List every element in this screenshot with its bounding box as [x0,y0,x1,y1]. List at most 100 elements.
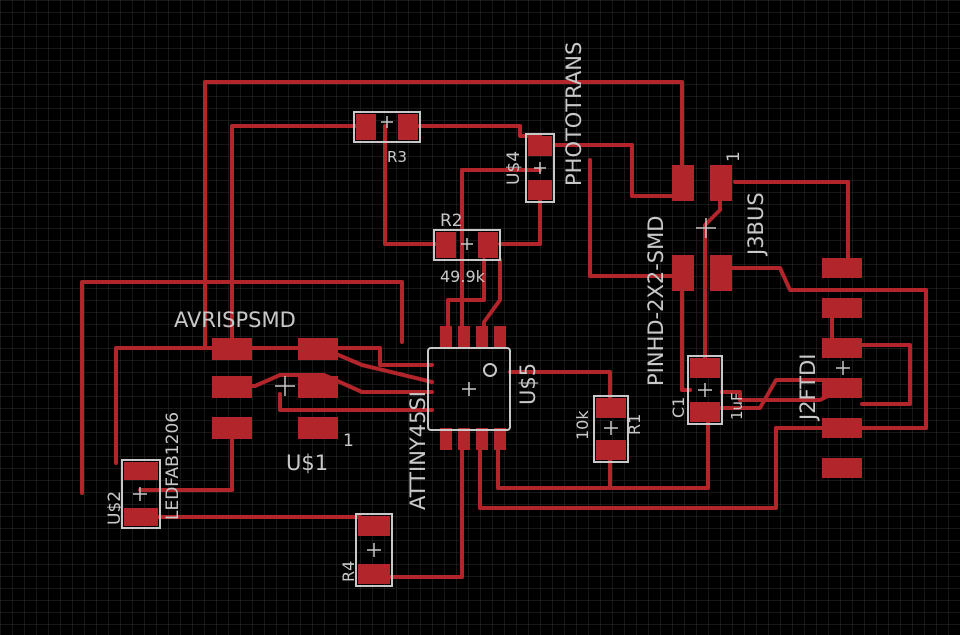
label-attiny45si: ATTINY45SI [406,391,430,510]
trace-j3-top [733,180,850,270]
label-r3: R3 [387,148,407,166]
label-pin1-j3: 1 [724,151,744,162]
outline-r4 [355,513,393,587]
outline-r2 [433,229,501,261]
trace-ftdi-1 [720,378,862,410]
trace-avr-mid2 [278,392,434,412]
label-us5: U$5 [516,363,540,405]
label-r2-value: 49.9k [440,267,486,286]
pad-c1-2 [690,402,720,422]
origin-avr [275,376,295,396]
pad-r3-2 [398,114,418,140]
pad-ftdi-4 [822,378,862,398]
pad-attiny-1 [440,326,452,348]
origin-r2 [461,238,473,250]
labels: AVRISPSMD U$1 1 LEDFAB1206 U$2 R3 R2 49.… [105,42,820,582]
pad-us4-2 [528,180,552,200]
origin-c1 [698,383,712,397]
origin-led [133,487,147,501]
trace-top-loop [203,80,684,350]
label-r4: R4 [339,561,358,582]
label-us1: U$1 [286,451,328,475]
label-j2ftdi: J2FTDI [796,354,820,422]
pad-r2-1 [436,232,456,258]
outline-led [121,459,161,529]
traces [80,80,928,579]
label-phototrans: PHOTOTRANS [562,42,586,186]
trace-avr-top [236,346,434,367]
pad-avr-2 [298,338,338,360]
pad-led-2 [124,508,158,526]
outline-c1 [687,355,723,425]
pad-avr-3 [212,376,252,398]
trace-us4-right [553,143,684,198]
pad-r1-1 [596,398,626,418]
trace-left-outer [80,280,404,495]
outline-r1 [593,395,629,463]
outline-r3 [353,111,421,143]
pad-ftdi-3 [822,338,862,358]
pad-ftdi-5 [822,418,862,438]
origin-r4 [367,543,381,557]
pad-attiny-2 [458,326,470,348]
pad-r2-2 [478,232,498,258]
trace-j3-lower [718,266,928,430]
pads [124,114,862,584]
label-r2: R2 [440,211,463,231]
pad-ftdi-1 [822,258,862,278]
origin-ftdi [836,361,850,375]
pad-us4-1 [528,136,552,156]
pad-r4-1 [358,516,390,536]
label-r1-value: 10k [573,410,592,440]
origin-r3 [381,116,393,128]
label-r1: R1 [625,414,644,435]
trace-r3-left [230,124,360,350]
label-c1-value: 1uF [728,392,746,420]
pad-attiny-7 [476,428,488,450]
pad-c1-1 [690,358,720,378]
pad-r3-1 [356,114,376,140]
label-j3bus: J3BUS [744,192,768,257]
origin-r1 [604,421,618,435]
trace-r4-down [372,443,464,579]
pad-attiny-4 [494,326,506,348]
pad-avr-5 [212,417,252,439]
silkscreen-outlines [121,111,723,587]
origin-us4 [534,162,546,174]
origin-markers [133,116,850,557]
label-pinhd-2x2-smd: PINHD-2X2-SMD [644,216,668,386]
label-us2: U$2 [105,491,125,525]
pad-pinhd-3 [672,255,694,291]
pad-r4-2 [358,564,390,584]
pad-pinhd-2 [710,165,732,201]
label-c1: C1 [669,397,688,418]
pad-avr-1 [212,338,252,360]
pad-pinhd-4 [710,255,732,291]
trace-pinhd-right [703,194,722,362]
trace-avr-low [138,426,234,492]
pad-ftdi-6 [822,458,862,478]
pad-attiny-6 [458,428,470,450]
trace-us4-left [460,168,542,344]
outline-attiny [427,347,511,431]
trace-pinhd-left [588,158,684,278]
pad-r1-2 [596,440,626,460]
outline-us4 [525,133,555,203]
trace-r1 [508,370,612,406]
trace-r3-down [383,124,450,246]
pad-avr-6 [298,417,338,439]
pad-attiny-5 [440,428,452,450]
trace-ftdi-3 [860,343,912,406]
trace-led-left [114,346,220,465]
trace-bottom-2 [496,412,710,490]
origin-attiny [462,382,476,396]
attiny-pin1-marker [483,363,497,377]
pad-avr-4 [298,376,338,398]
pad-pinhd-1 [672,165,694,201]
trace-r2-right [498,194,542,246]
pad-attiny-8 [494,428,506,450]
trace-r2-pin [446,258,486,344]
